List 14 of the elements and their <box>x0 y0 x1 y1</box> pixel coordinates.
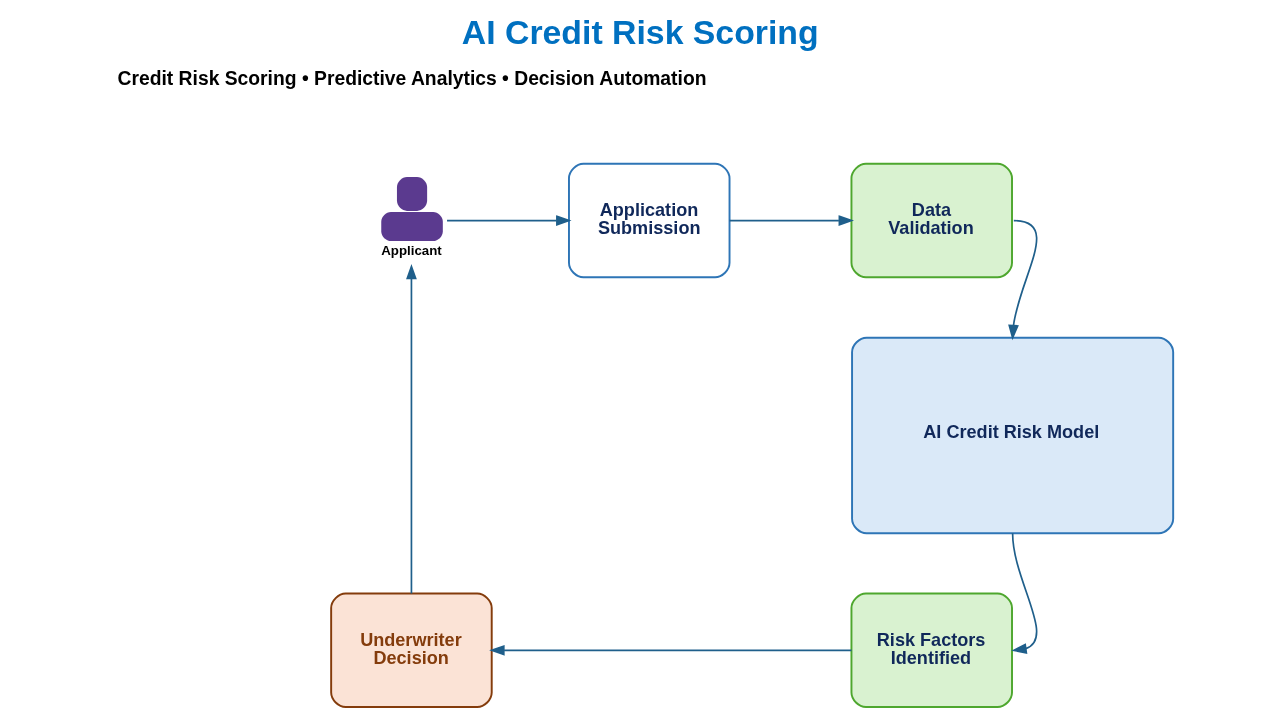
diagram-title: AI Credit Risk Scoring <box>461 12 819 51</box>
node-label: Applicant <box>380 243 442 259</box>
node-box: Application Submission <box>567 162 730 279</box>
node-box: Risk Factors Identified <box>850 592 1013 709</box>
node-box: Data Validation <box>850 162 1013 279</box>
node-box: AI Credit Risk Model <box>850 336 1174 535</box>
node-box: Underwriter Decision <box>329 592 493 709</box>
arrow <box>1010 532 1037 654</box>
arrow <box>488 644 852 656</box>
arrow <box>728 215 854 226</box>
arrow <box>445 215 572 226</box>
arrow <box>1007 219 1037 341</box>
label: Credit Risk Scoring • Predictive Analytics • Decision Automation <box>116 68 706 90</box>
arrow <box>405 263 417 595</box>
